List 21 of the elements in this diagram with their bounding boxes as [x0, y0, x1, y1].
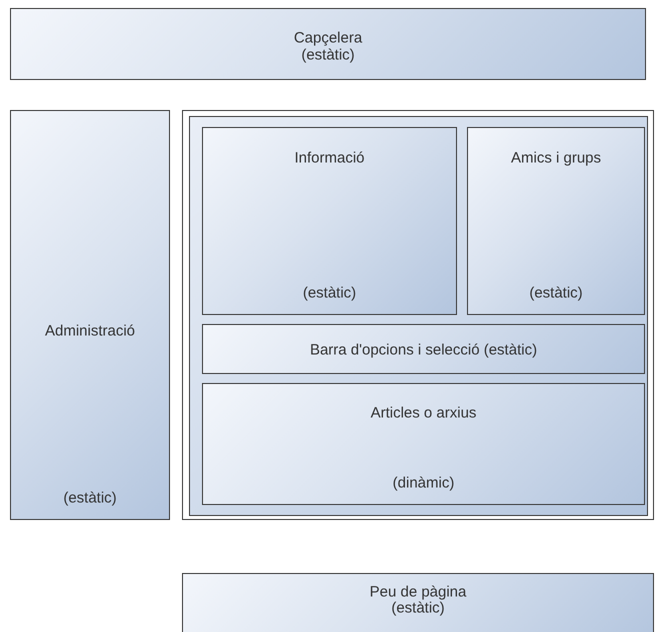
- layout-region-box: [202, 127, 457, 315]
- region-title: Informació: [294, 150, 365, 166]
- container-box: [182, 110, 654, 520]
- region-note: (dinàmic): [392, 474, 454, 492]
- region-note: (estàtic): [302, 284, 356, 302]
- region-title: Peu de pàgina: [370, 584, 466, 600]
- layout-region-box: [202, 383, 645, 505]
- layout-region-box: [10, 8, 646, 80]
- region-note: (estàtic): [301, 46, 355, 64]
- layout-region-box: [10, 110, 170, 520]
- region-title: Articles o arxius: [370, 404, 476, 422]
- region-title: Administració: [44, 322, 136, 340]
- region-note: (estàtic): [529, 284, 583, 302]
- region-note: (estàtic): [63, 490, 117, 506]
- layout-region-box: [467, 127, 645, 315]
- region-title: Barra d'opcions i selecció (estàtic): [310, 342, 538, 358]
- region-title: Capçelera: [294, 30, 362, 46]
- region-note: (estàtic): [391, 600, 445, 616]
- layout-region-box: [182, 573, 654, 632]
- region-title: Amics i grups: [510, 150, 602, 166]
- layout-region-box: [202, 324, 645, 374]
